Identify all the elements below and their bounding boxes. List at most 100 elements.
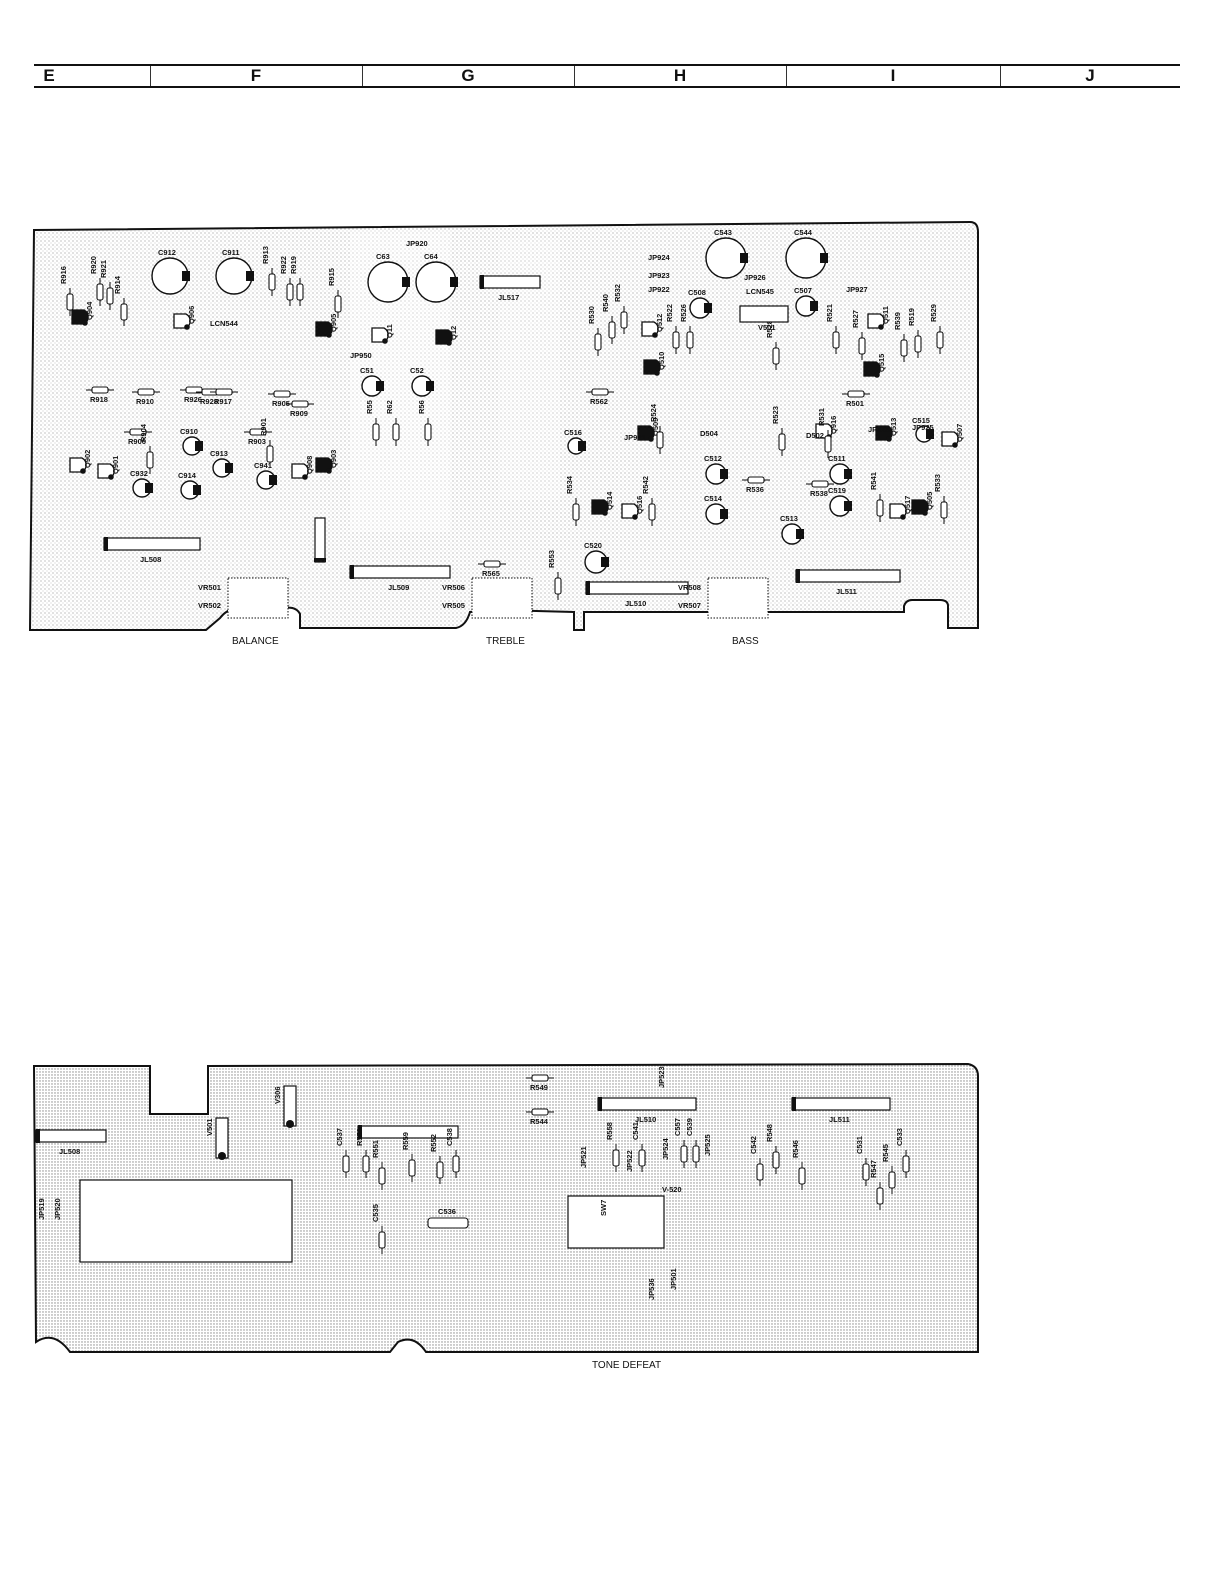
grid-divider: [362, 66, 363, 86]
top-capacitor-c515: [915, 425, 934, 443]
top-transistor-q513-label: Q513: [889, 418, 898, 436]
top-resistor-r536-label: R536: [746, 485, 764, 494]
top-ic-jp927: JP927: [846, 285, 868, 294]
top-capacitor-c520-label: C520: [584, 541, 602, 550]
top-transistor-q511: [867, 313, 885, 330]
grid-divider: [786, 66, 787, 86]
bottom-component-c542: [756, 1158, 764, 1186]
top-resistor-r539-label: R539: [893, 312, 902, 330]
bottom-component-jp501: JP501: [669, 1268, 678, 1290]
top-resistor-r922-label: R922: [279, 256, 288, 274]
top-resistor-r905: [268, 390, 296, 398]
top-capacitor-c507: [795, 295, 818, 317]
top-ic-jp920: JP920: [406, 239, 428, 248]
top-resistor-r918: [86, 386, 114, 394]
top-resistor-r542-label: R542: [641, 476, 650, 494]
top-control-bass: BASS: [732, 636, 759, 647]
top-resistor-r522: [672, 326, 680, 354]
top-transistor-q510: [643, 359, 661, 376]
top-transistor-q903: [315, 457, 333, 474]
top-ic-jp925: JP925: [912, 423, 934, 432]
top-jumper-jl517: [479, 275, 541, 289]
top-resistor-r524: [656, 426, 664, 454]
top-transistor-q906: [173, 313, 191, 330]
top-capacitor-c543: [705, 237, 748, 279]
bottom-component-r545: [888, 1166, 896, 1194]
bottom-component-c536: [427, 1217, 469, 1229]
top-jumper-vertical-left: [314, 517, 326, 563]
top-ic-d504: D504: [700, 429, 719, 438]
bottom-component-r549-label: R549: [530, 1083, 548, 1092]
top-capacitor-c544-label: C544: [794, 228, 813, 237]
top-resistor-r914-label: R914: [113, 275, 122, 294]
top-resistor-r921-label: R921: [99, 260, 108, 278]
top-resistor-r540-label: R540: [601, 294, 610, 312]
top-transistor-q906-label: Q906: [187, 306, 196, 324]
top-resistor-r534-label: R534: [565, 475, 574, 494]
bottom-component-r550-label: R550: [355, 1128, 364, 1146]
bottom-component-r551: [378, 1162, 386, 1190]
top-pot-vr508: [707, 577, 769, 619]
top-resistor-r524-label: R524: [649, 403, 658, 422]
top-resistor-r519-label: R519: [907, 308, 916, 326]
bottom-component-jp521: JP521: [579, 1146, 588, 1168]
top-resistor-r533: [940, 496, 948, 524]
top-resistor-r532-label: R532: [613, 284, 622, 302]
top-capacitor-c64: [415, 261, 458, 303]
top-capacitor-c513: [781, 523, 804, 545]
bottom-jumper-jl510: [597, 1097, 697, 1111]
top-resistor-r905-label: R905: [272, 399, 290, 408]
top-capacitor-c63-label: C63: [376, 252, 390, 261]
bottom-component-c533-label: C533: [895, 1128, 904, 1146]
top-jumper-jl510: [585, 581, 689, 595]
top-resistor-r909: [286, 400, 314, 408]
grid-divider: [1000, 66, 1001, 86]
bottom-component-c537: [342, 1150, 350, 1178]
top-ic-d502: D502: [806, 431, 824, 440]
top-resistor-r527-label: R527: [851, 310, 860, 328]
bottom-component-c542-label: C542: [749, 1136, 758, 1154]
top-jumper-jl508: [103, 537, 201, 551]
bottom-component-jp523: JP523: [657, 1066, 666, 1088]
top-transistor-q509-label: Q509: [651, 418, 660, 436]
top-capacitor-c910: [182, 436, 203, 456]
bottom-component-v501: [215, 1117, 229, 1160]
bottom-component-r552-label: R552: [429, 1134, 438, 1152]
top-resistor-r519: [914, 330, 922, 358]
top-transistor-q513: [875, 425, 893, 442]
top-resistor-r526: [686, 326, 694, 354]
grid-top-rule: [34, 64, 1180, 66]
bottom-component-c539: [692, 1140, 700, 1168]
top-resistor-r522-label: R522: [665, 304, 674, 322]
bottom-component-r548-label: R548: [765, 1124, 774, 1142]
top-resistor-r531: [824, 430, 832, 458]
bottom-component-r549: [526, 1074, 554, 1082]
grid-column-j: J: [1085, 66, 1095, 85]
top-resistor-r906-label: R906: [128, 437, 146, 446]
top-resistor-r920: [96, 278, 104, 306]
top-capacitor-c519: [829, 495, 852, 517]
top-pot-vr508-label-b: VR507: [678, 601, 701, 610]
top-transistor-q908-label: Q908: [305, 456, 314, 474]
top-capacitor-c512-label: C512: [704, 454, 722, 463]
top-resistor-r553: [554, 572, 562, 600]
bottom-component-r558-label: R558: [605, 1122, 614, 1140]
top-ic-lcn544: LCN544: [210, 319, 239, 328]
top-resistor-r533-label: R533: [933, 474, 942, 492]
top-transistor-q515-label: Q515: [877, 354, 886, 372]
top-transistor-q514-label: Q514: [605, 491, 614, 510]
top-resistor-r529: [936, 326, 944, 354]
top-jumper-jl509-label: JL509: [388, 583, 409, 592]
top-resistor-r553-label: R553: [547, 550, 556, 568]
bottom-component-r551-label: R551: [371, 1140, 380, 1158]
top-resistor-r534: [572, 498, 580, 526]
top-transistor-q512: [641, 321, 659, 338]
top-ic-jp924: JP924: [648, 253, 671, 262]
top-resistor-r565-label: R565: [482, 569, 500, 578]
top-jumper-jl511-label: JL511: [836, 587, 857, 596]
top-resistor-r901: [266, 440, 274, 468]
bottom-component-c531: [862, 1158, 870, 1186]
top-capacitor-c516-label: C516: [564, 428, 582, 437]
grid-column-g: G: [461, 66, 475, 85]
top-pot-vr508-label-a: VR508: [678, 583, 701, 592]
